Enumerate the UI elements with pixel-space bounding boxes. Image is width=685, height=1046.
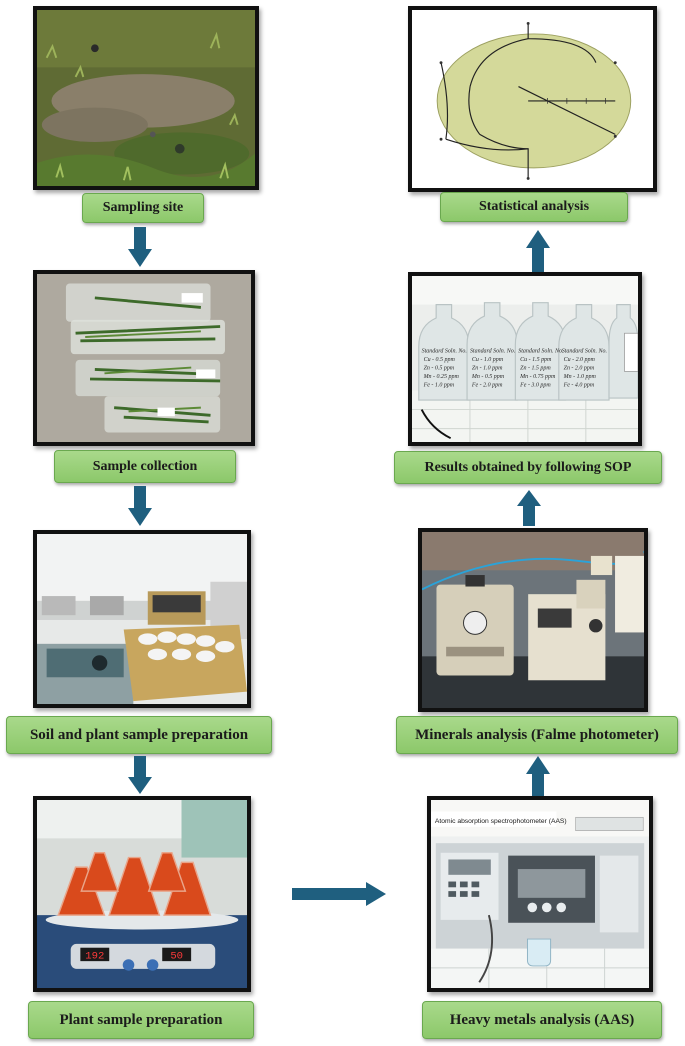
bottle-1-line-2: Zn - 0.5 ppm bbox=[424, 366, 455, 372]
statistical-analysis-photo bbox=[408, 6, 657, 192]
arrow-down-icon bbox=[128, 486, 152, 526]
bottle-3-line-4: Fe - 3.0 ppm bbox=[519, 383, 551, 389]
bottle-3-line-3: Mn - 0.75 ppm bbox=[519, 374, 556, 380]
plant-prep-label: Plant sample preparation bbox=[28, 1001, 254, 1039]
bottle-4-line-4: Fe - 4.0 ppm bbox=[563, 382, 595, 389]
bottle-2-title: Standard Soln. No. bbox=[470, 348, 515, 354]
arrow-up-icon bbox=[517, 490, 541, 526]
hotplate-temp-display: 192 bbox=[85, 950, 104, 962]
heavy-metals-label: Heavy metals analysis (AAS) bbox=[422, 1001, 662, 1039]
sample-collection-label: Sample collection bbox=[54, 450, 236, 483]
bottle-3-title: Standard Soln. No. bbox=[518, 348, 563, 354]
statistical-analysis-label: Statistical analysis bbox=[440, 192, 628, 222]
results-label: Results obtained by following SOP bbox=[394, 451, 662, 484]
bottle-1-line-1: Cu - 0.5 ppm bbox=[424, 357, 456, 363]
minerals-analysis-label: Minerals analysis (Falme photometer) bbox=[396, 716, 678, 754]
bottle-4-line-2: Zn - 2.0 ppm bbox=[564, 366, 595, 372]
sampling-site-photo bbox=[33, 6, 259, 190]
arrow-right-icon bbox=[292, 882, 386, 906]
bottle-1-line-3: Mn - 0.25 ppm bbox=[423, 374, 460, 380]
bottle-2-line-1: Cu - 1.0 ppm bbox=[472, 357, 504, 363]
arrow-down-icon bbox=[128, 756, 152, 794]
bottle-2-line-2: Zn - 1.0 ppm bbox=[472, 366, 503, 372]
sample-collection-photo bbox=[33, 270, 255, 446]
arrow-down-icon bbox=[128, 227, 152, 267]
soil-plant-prep-label: Soil and plant sample preparation bbox=[6, 716, 272, 754]
soil-plant-prep-photo bbox=[33, 530, 251, 708]
sampling-site-label: Sampling site bbox=[82, 193, 204, 223]
bottle-2-line-4: Fe - 2.0 ppm bbox=[471, 383, 503, 389]
bottle-4-line-3: Mn - 1.0 ppm bbox=[563, 374, 597, 380]
aas-photo: Atomic absorption spectrophotometer (AAS… bbox=[427, 796, 653, 992]
aas-banner-text: Atomic absorption spectrophotometer (AAS… bbox=[435, 818, 567, 825]
bottle-1-title: Standard Soln. No. bbox=[422, 348, 467, 354]
flame-photometer-photo bbox=[418, 528, 648, 712]
plant-prep-photo: 192 50 bbox=[33, 796, 251, 992]
bottle-3-line-2: Zn - 1.5 ppm bbox=[520, 366, 551, 372]
bottle-1-line-4: Fe - 1.0 ppm bbox=[423, 383, 455, 389]
bottle-3-line-1: Cu - 1.5 ppm bbox=[520, 357, 552, 363]
arrow-up-icon bbox=[526, 230, 550, 272]
bottle-4-title: Standard Soln. No. bbox=[562, 348, 607, 354]
arrow-up-icon bbox=[526, 756, 550, 796]
bottle-2-line-3: Mn - 0.5 ppm bbox=[471, 374, 505, 380]
results-photo: Standard Soln. No. Cu - 0.5 ppm Zn - 0.5… bbox=[408, 272, 642, 446]
hotplate-speed-display: 50 bbox=[170, 950, 183, 962]
bottle-4-line-1: Cu - 2.0 ppm bbox=[564, 357, 596, 363]
